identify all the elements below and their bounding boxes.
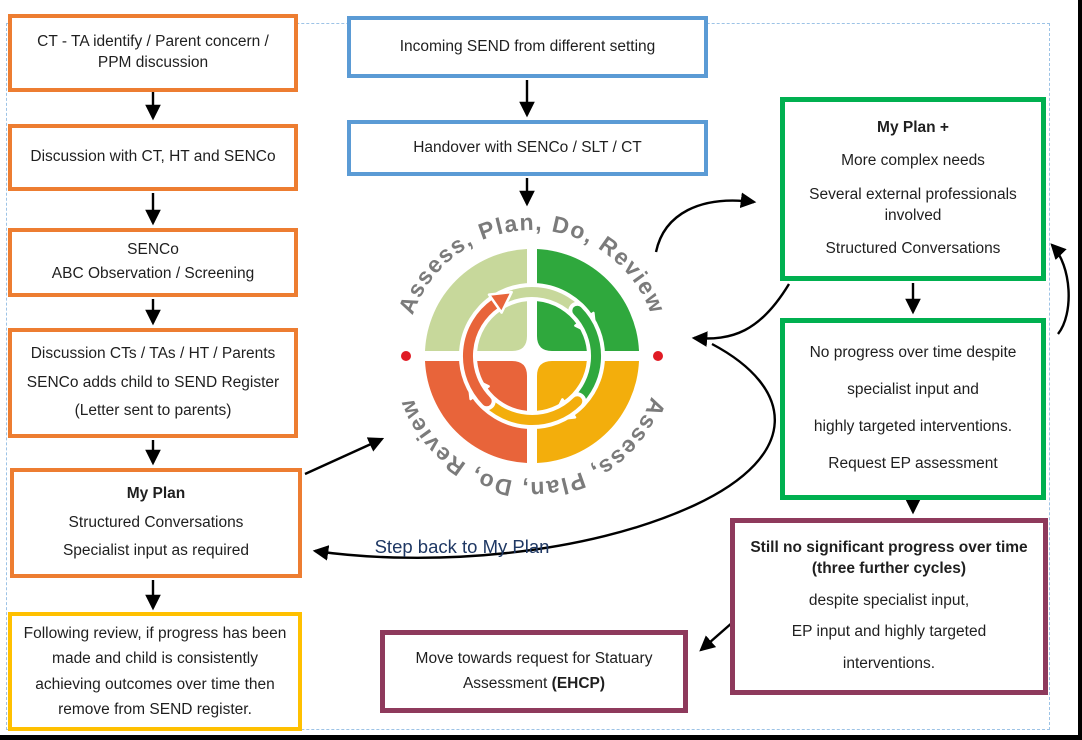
arrow-step-back-to-myplan [312,342,776,561]
step-back-label: Step back to My Plan [374,536,550,557]
arrow-cycle-to-myplanplus [654,192,757,253]
window-frame-right [1078,0,1082,740]
box-incoming-send: Incoming SEND from different setting [347,16,708,78]
svg-text:Assess, Plan, Do, Review: Assess, Plan, Do, Review [393,216,671,317]
arrow-myplanplus-to-cycle [691,283,791,347]
window-frame-bottom [0,735,1082,740]
logo-left-dot [401,351,411,361]
arrow-myplan-to-cycle [304,437,385,476]
box-discussion-ct-ht-senco: Discussion with CT, HT and SENCo [8,124,298,191]
arrow-noprogress-loop-up [1050,243,1070,335]
cycle-quadrants [425,249,639,463]
box-identify: CT - TA identify / Parent concern / PPM … [8,14,298,92]
logo-right-dot [653,351,663,361]
assess-plan-do-review-logo: Assess, Plan, Do, Review Assess, Plan, D… [393,216,671,496]
arrow-stillno-to-ehcp [699,621,734,652]
cycle-swirl-arrows-icon [468,292,596,420]
logo-arc-text-bottom: Assess, Plan, Do, Review [393,395,670,496]
logo-arc-text-top: Assess, Plan, Do, Review [393,216,670,317]
svg-text:Assess, Plan, Do, Review: Assess, Plan, Do, Review [393,395,671,496]
box-remove-from-register: Following review, if progress has been m… [8,612,302,731]
box-still-no-progress: Still no significant progress over time … [730,518,1048,695]
box-ehcp-request: Move towards request for Statuary Assess… [380,630,688,713]
box-handover: Handover with SENCo / SLT / CT [347,120,708,176]
